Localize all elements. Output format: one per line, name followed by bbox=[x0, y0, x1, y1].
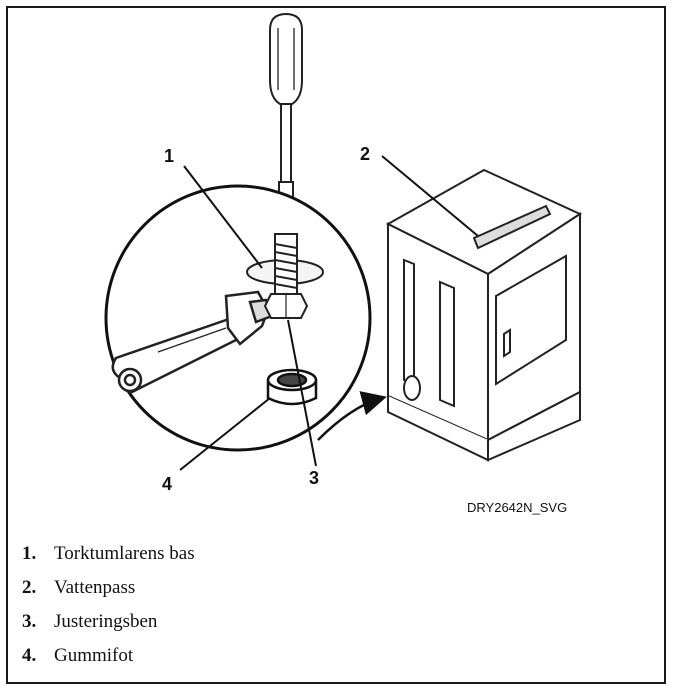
legend-item: 4.Gummifot bbox=[22, 639, 195, 673]
legend-list: 1.Torktumlarens bas 2.Vattenpass 3.Juste… bbox=[22, 537, 195, 673]
callout-2: 2 bbox=[360, 144, 370, 165]
callout-1: 1 bbox=[164, 146, 174, 167]
legend-number: 4. bbox=[22, 639, 54, 673]
screwdriver-icon bbox=[270, 14, 302, 202]
callout-3: 3 bbox=[309, 468, 319, 489]
legend-label: Vattenpass bbox=[54, 577, 135, 598]
callout-4: 4 bbox=[162, 474, 172, 495]
legend-number: 3. bbox=[22, 605, 54, 639]
legend-number: 1. bbox=[22, 537, 54, 571]
legend-number: 2. bbox=[22, 571, 54, 605]
legend-label: Justeringsben bbox=[54, 611, 157, 632]
legend-label: Gummifot bbox=[54, 645, 133, 666]
legend-label: Torktumlarens bas bbox=[54, 543, 195, 564]
legend-item: 3.Justeringsben bbox=[22, 605, 195, 639]
drawing-code: DRY2642N_SVG bbox=[467, 500, 567, 515]
legend-item: 2.Vattenpass bbox=[22, 571, 195, 605]
legend-item: 1.Torktumlarens bas bbox=[22, 537, 195, 571]
rubber-foot-icon bbox=[268, 370, 316, 404]
dryer-icon bbox=[388, 0, 580, 460]
